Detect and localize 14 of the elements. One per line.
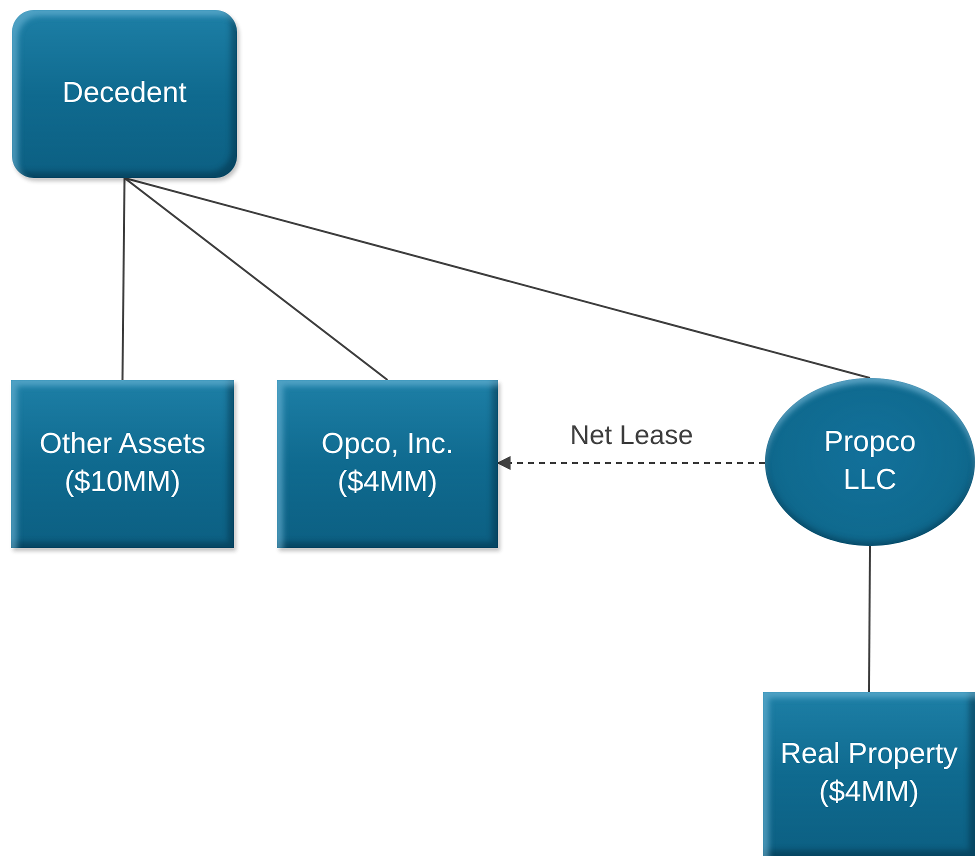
entity-label: Propco LLC	[823, 425, 917, 498]
entity-label: Opco, Inc. ($4MM)	[320, 427, 455, 500]
connector-line	[868, 546, 871, 692]
entity-label: Other Assets ($10MM)	[38, 427, 206, 500]
entity-box	[11, 380, 234, 548]
connector-line	[124, 177, 388, 381]
entity-label: Decedent	[61, 76, 188, 112]
connector-line	[124, 177, 870, 379]
arrow	[496, 456, 765, 470]
entity-box	[763, 692, 975, 856]
entity-box	[12, 10, 237, 178]
entity-box	[277, 380, 498, 548]
entity-label: Real Property ($4MM)	[779, 737, 959, 810]
connector-line	[122, 178, 126, 380]
